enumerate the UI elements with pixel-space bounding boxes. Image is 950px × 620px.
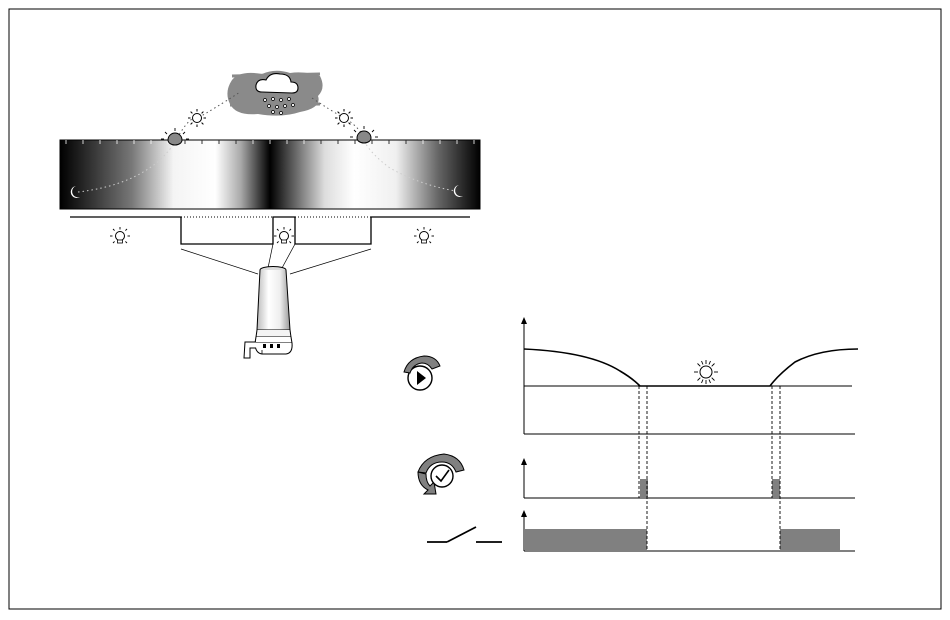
- daylight-curve: [524, 349, 858, 386]
- moon-icon: [542, 359, 555, 378]
- switching-guides: [639, 386, 780, 551]
- output-on-block: [780, 529, 840, 551]
- sky-illustration: [60, 71, 480, 209]
- lamp-on-icon: [110, 227, 130, 243]
- moon-icon: [825, 359, 838, 378]
- lamp-on-icon: [414, 227, 434, 243]
- delay-timer-axis: [521, 458, 855, 498]
- sun-icon: [694, 360, 718, 384]
- ambient-light-axis: [521, 317, 858, 434]
- sky-gradient-band: [60, 140, 480, 209]
- sun-icon: [335, 109, 353, 127]
- switch-contact-icon: [427, 527, 502, 542]
- output-on-block: [525, 529, 647, 551]
- outer-frame: [9, 9, 941, 609]
- timing-chart: [521, 317, 858, 551]
- output-contact-axis: [521, 510, 855, 551]
- timer-delay-icon: [418, 454, 464, 494]
- cloud-snow-rain-icon: [227, 71, 322, 116]
- light-sensor-icon: [244, 267, 292, 359]
- light-sensor-dial-icon: [404, 356, 440, 390]
- delay-pulse: [772, 479, 780, 498]
- lamp-on-icon: [274, 227, 294, 243]
- lamp-switching-profile: [70, 217, 470, 274]
- sun-icon: [188, 109, 206, 127]
